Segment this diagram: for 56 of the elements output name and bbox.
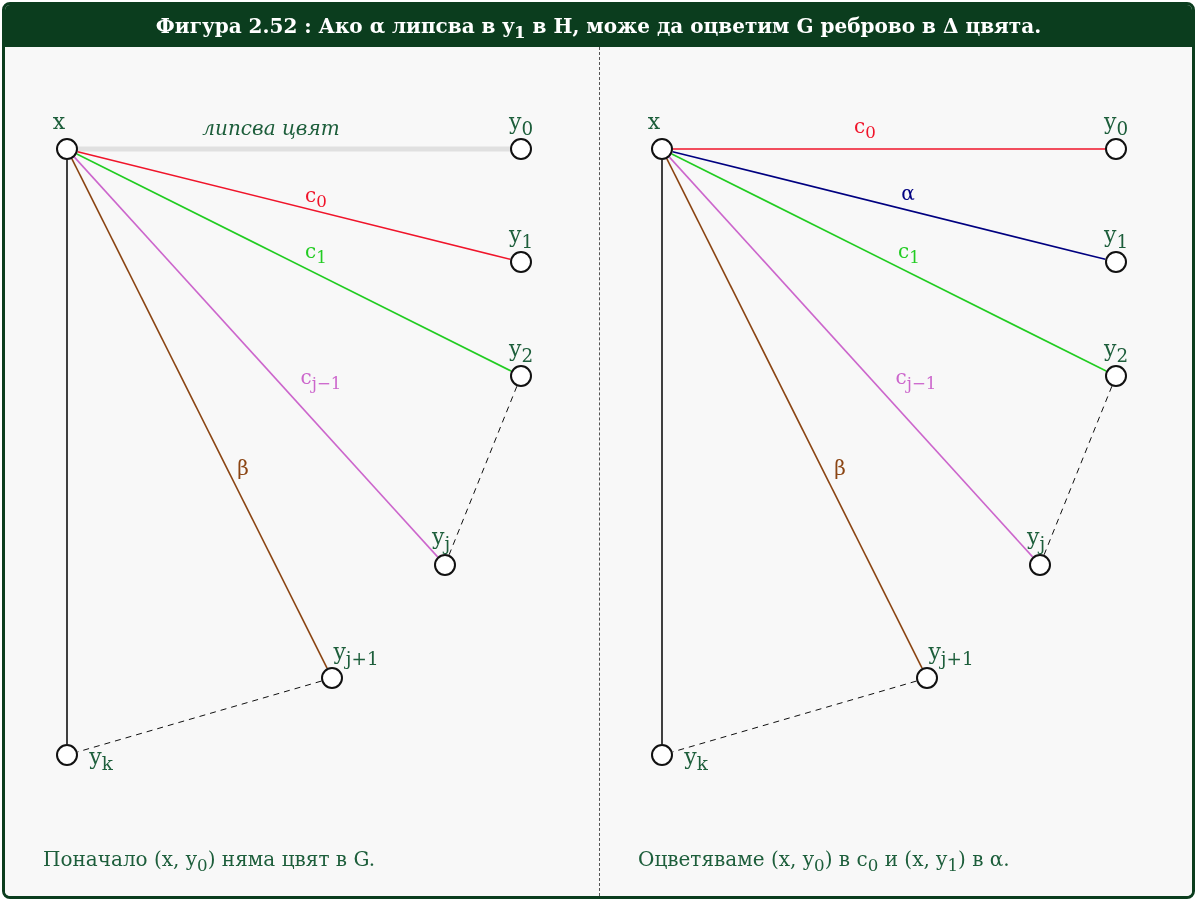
vertex-circle [56, 744, 78, 766]
vertex-circle [434, 554, 456, 576]
edge-line [672, 148, 1106, 150]
edge-label: липсва цвят [202, 116, 340, 140]
panel [5, 47, 600, 896]
edge-line [661, 159, 663, 745]
vertex-label: y$_{j}$ [1026, 524, 1046, 554]
edge-line [666, 158, 923, 669]
vertex-circle [916, 667, 938, 689]
panel-caption: Поначало (x, y$_{0}$) няма цвят в G. [43, 847, 376, 875]
vertex-label: x [647, 108, 661, 134]
vertex-circle [651, 744, 673, 766]
dashed-line [448, 385, 518, 556]
edge-label: c$_{0}$ [305, 183, 327, 211]
vertex-circle [510, 251, 532, 273]
edge-label: c$_{j−1}$ [895, 365, 937, 393]
vertex-label: y$_{j}$ [431, 524, 451, 554]
vertex-circle [510, 138, 532, 160]
edge-line [671, 150, 1107, 261]
edge-line [78, 146, 510, 152]
edge-line [76, 150, 512, 261]
edge-line [71, 158, 328, 669]
vertex-label: x [52, 108, 66, 134]
edge-label: α [901, 181, 915, 205]
vertex-circle [510, 365, 532, 387]
vertex-circle [56, 138, 78, 160]
edge-label: c$_{1}$ [898, 239, 920, 267]
edge-label: c$_{0}$ [854, 114, 876, 142]
vertex-label: y$_{0}$ [1103, 109, 1129, 139]
title-bar: Фигура 2.52 : Ако α липсва в y$_{1}$ в H, може да оцветим G реброво в Δ цвята. [5, 5, 1192, 47]
vertex-circle [1105, 138, 1127, 160]
edge-line [76, 153, 512, 372]
edge-label: β [834, 456, 846, 480]
vertex-label: y$_{0}$ [508, 109, 534, 139]
vertex-label: y$_{1}$ [1103, 222, 1129, 252]
edge-line [668, 156, 1034, 558]
vertex-circle [651, 138, 673, 160]
edge-label: β [237, 456, 249, 480]
vertex-circle [1029, 554, 1051, 576]
vertex-label: y$_{2}$ [1103, 336, 1129, 366]
vertex-circle [1105, 251, 1127, 273]
edge-line [66, 159, 68, 745]
edge-label: c$_{j−1}$ [300, 365, 342, 393]
panel-caption: Оцветяваме (x, y$_{0}$) в c$_{0}$ и (x, y$_{1}$) в α. [638, 847, 1010, 875]
vertex-label: y$_{1}$ [508, 222, 534, 252]
vertex-circle [1105, 365, 1127, 387]
edge-line [671, 153, 1107, 372]
vertex-label: y$_{k}$ [89, 744, 113, 774]
vertex-circle [321, 667, 343, 689]
edge-line [73, 156, 439, 558]
vertex-label: y$_{2}$ [508, 336, 534, 366]
edge-label: c$_{1}$ [305, 239, 327, 267]
vertex-label: y$_{j+1}$ [333, 639, 379, 669]
vertex-label: y$_{j+1}$ [928, 639, 974, 669]
vertex-label: y$_{k}$ [684, 744, 708, 774]
dashed-line [1043, 385, 1113, 556]
